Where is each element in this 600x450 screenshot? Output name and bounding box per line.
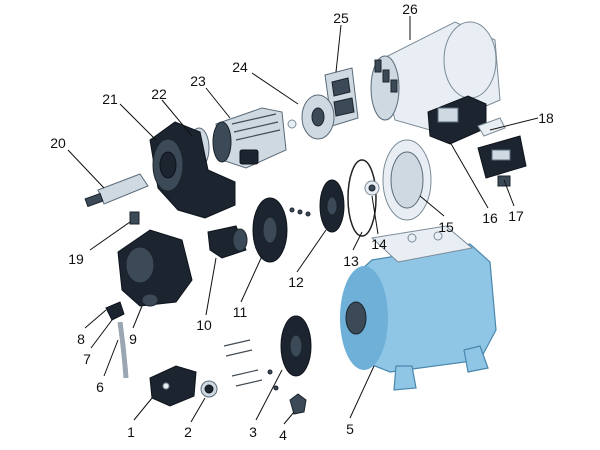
part-14-valve — [364, 180, 380, 196]
label-6: 6 — [96, 379, 104, 395]
part-12-impeller — [319, 179, 345, 233]
part-1-bracket — [149, 365, 197, 407]
label-12: 12 — [288, 274, 304, 290]
part-5-pressure-tank — [340, 225, 497, 391]
label-13: 13 — [343, 253, 359, 269]
part-20-ejector — [84, 173, 149, 208]
pump-casing — [117, 229, 193, 307]
label-18: 18 — [538, 110, 554, 126]
part-number-labels: 1 2 3 4 5 6 7 8 9 10 11 12 13 14 15 16 1… — [50, 1, 554, 443]
label-11: 11 — [233, 304, 248, 320]
part-21-pump-body — [149, 121, 236, 219]
label-14: 14 — [371, 236, 387, 252]
label-9: 9 — [129, 331, 137, 347]
part-23-motor — [212, 107, 287, 169]
label-5: 5 — [346, 421, 354, 437]
label-20: 20 — [50, 135, 66, 151]
label-19: 19 — [68, 251, 84, 267]
label-3: 3 — [249, 424, 257, 440]
part-13-o-ring — [347, 159, 377, 237]
part-8-elbow — [105, 301, 125, 321]
label-1: 1 — [127, 424, 135, 440]
part-11-impeller-housing — [252, 197, 288, 263]
part-4-nut — [289, 393, 307, 415]
label-4: 4 — [279, 427, 287, 443]
label-16: 16 — [482, 210, 498, 226]
label-26: 26 — [402, 1, 418, 17]
label-24: 24 — [232, 59, 248, 75]
label-15: 15 — [438, 219, 454, 235]
label-22: 22 — [151, 86, 167, 102]
label-25: 25 — [333, 10, 349, 26]
part-16-terminal-box — [427, 95, 487, 145]
part-17-terminal-cover — [477, 135, 527, 187]
part-19-plug — [129, 211, 140, 225]
label-17: 17 — [508, 208, 524, 224]
leader-lines — [67, 16, 539, 425]
part-15-diaphragm-plate — [382, 139, 432, 221]
part-10-diffuser — [207, 225, 248, 259]
label-10: 10 — [196, 317, 212, 333]
part-2-gauge — [200, 380, 218, 398]
part-bolts-lower — [223, 339, 279, 391]
part-7-hose — [117, 321, 129, 379]
part-3-flange — [280, 315, 312, 377]
label-21: 21 — [102, 91, 118, 107]
part-18-capacitor — [477, 117, 506, 137]
label-23: 23 — [190, 73, 206, 89]
label-2: 2 — [184, 424, 192, 440]
part-24-fan-cover — [287, 94, 335, 140]
label-7: 7 — [83, 351, 91, 367]
label-8: 8 — [77, 331, 85, 347]
part-bolts-center — [289, 207, 311, 217]
